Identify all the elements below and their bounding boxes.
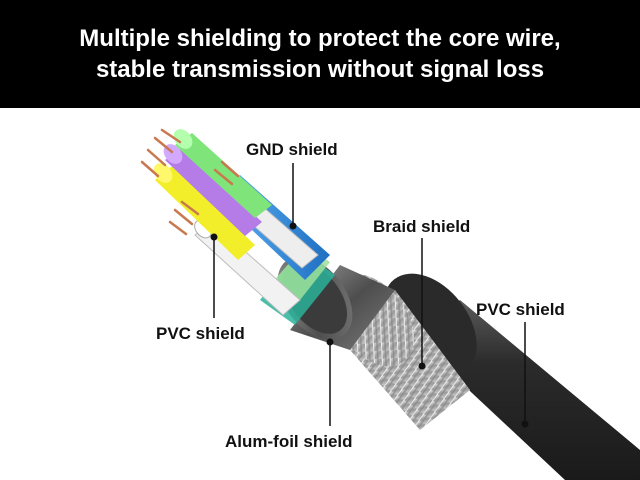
label-pvc-shield-inner: PVC shield [156,324,245,343]
gnd-pointer-dot [289,222,297,230]
core-wire-purple [165,148,262,236]
title-line-1: Multiple shielding to protect the core w… [79,25,561,52]
label-alum-foil-shield: Alum-foil shield [225,432,353,451]
title-banner: Multiple shielding to protect the core w… [0,0,640,108]
label-gnd-shield: GND shield [246,140,338,159]
title-line-2: stable transmission without signal loss [95,56,545,83]
foil-pointer-dot [326,338,334,346]
braid-pointer-dot [418,362,426,370]
label-pvc-shield-outer: PVC shield [476,300,565,319]
copper-conductors [140,128,240,236]
pvc-outer-pointer-dot [521,420,529,428]
cable-cross-section-illustration [140,128,640,480]
label-braid-shield: Braid shield [373,217,471,236]
pvc-inner-pointer-dot [210,233,218,241]
core-wire-yellow [155,166,255,260]
